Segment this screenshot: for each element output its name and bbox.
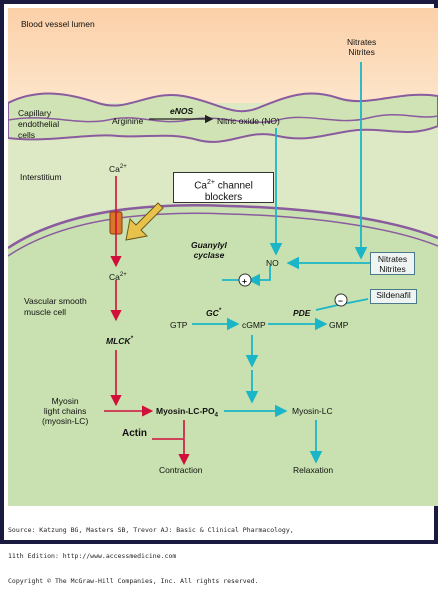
callout-ca-blockers: Ca2+ channel blockers: [173, 172, 274, 203]
pathway-diagram: [8, 8, 438, 506]
figure-frame: Blood vessel lumen Capillary endothelial…: [0, 0, 438, 585]
label-gc: GC*: [206, 307, 222, 318]
label-pde: PDE: [293, 308, 311, 318]
box-nitrates: Nitrates Nitrites: [370, 252, 415, 275]
label-interstitium: Interstitium: [20, 172, 62, 182]
arrow-actin-contraction: [152, 438, 190, 466]
label-arginine: Arginine: [112, 116, 144, 126]
label-myosin-lc: Myosin light chains (myosin-LC): [42, 396, 89, 426]
label-gmp: GMP: [329, 320, 349, 330]
label-cgmp: cGMP: [242, 320, 266, 330]
label-mlck: MLCK*: [106, 335, 133, 346]
label-nitrates-top: Nitrates Nitrites: [347, 37, 377, 57]
plus-circle: [238, 273, 252, 287]
label-gtp: GTP: [170, 320, 188, 330]
label-guanylyl-cyclase: Guanylyl cyclase: [191, 240, 227, 260]
label-relaxation: Relaxation: [293, 465, 334, 475]
label-ca-top: Ca2+: [109, 163, 127, 174]
cell-membrane-inner: [8, 212, 438, 257]
source-citation: Source: Katzung BG, Masters SB, Trevor A…: [8, 526, 294, 585]
label-ca-bottom: Ca2+: [109, 271, 127, 282]
label-minus: −: [338, 296, 343, 306]
label-contraction: Contraction: [159, 465, 203, 475]
minus-circle: [334, 293, 348, 307]
label-lumen: Blood vessel lumen: [21, 19, 95, 29]
box-sildenafil: Sildenafil: [370, 289, 417, 304]
label-endothelial: Capillary endothelial cells: [18, 108, 60, 140]
lumen-region: [8, 8, 438, 108]
label-enos: eNOS: [170, 106, 194, 116]
label-actin: Actin: [122, 428, 147, 439]
label-myosin-lc-po4: Myosin-LC-PO4: [156, 406, 218, 419]
endothelial-layer: [8, 92, 438, 143]
endothelial-inner-wave: [8, 114, 438, 124]
label-no-cell: NO: [266, 258, 279, 268]
label-no-synth: Nitric oxide (NO): [217, 116, 280, 126]
cell-membrane-outer: [8, 204, 438, 250]
arrow-no-plus-gc: [247, 266, 271, 287]
label-smooth-muscle: Vascular smooth muscle cell: [24, 296, 87, 317]
callout-arrow: [125, 202, 164, 241]
label-plus: +: [242, 276, 247, 286]
label-myosin-lc-right: Myosin-LC: [292, 406, 333, 416]
